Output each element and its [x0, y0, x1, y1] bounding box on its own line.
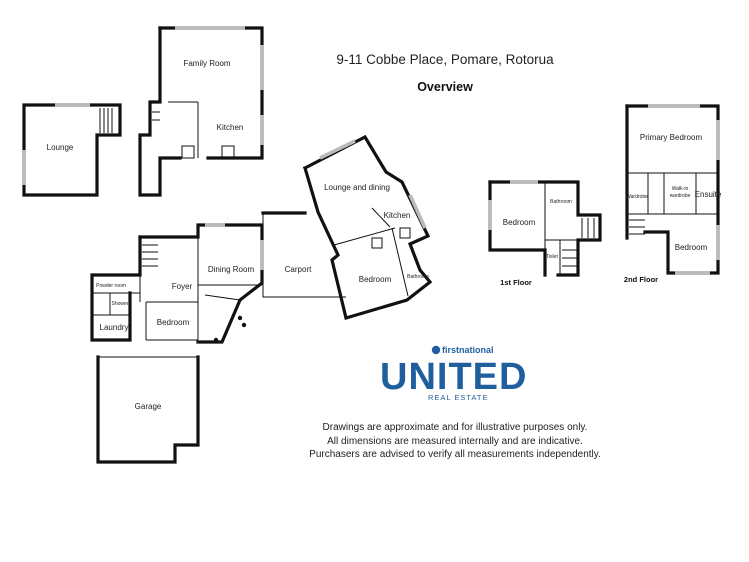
lounge-block: Lounge — [22, 103, 122, 197]
room-label-kitchen-right: Kitchen — [384, 211, 411, 220]
room-label-garage: Garage — [135, 402, 162, 411]
room-label-bedroom-1st: Bedroom — [503, 218, 536, 227]
room-label-lounge: Lounge — [47, 143, 74, 152]
first-floor-block: Bedroom Bathroom Toilet 1st Floor — [488, 180, 602, 287]
room-label-powder-room: Powder room — [96, 283, 126, 289]
plan-title: 9-11 Cobbe Place, Pomare, Rotorua — [336, 52, 554, 67]
room-label-toilet-1st: Toilet — [546, 254, 558, 260]
room-label-lounge-dining: Lounge and dining — [324, 183, 390, 192]
brand-small-text: firstnational — [442, 345, 494, 355]
floor-label-second: 2nd Floor — [624, 275, 658, 284]
room-label-kitchen-left: Kitchen — [217, 123, 244, 132]
disclaimer-line-2: All dimensions are measured internally a… — [327, 435, 583, 447]
room-label-wardrobe-small: Wardrobe — [626, 194, 648, 200]
room-label-bathroom-mid: Bathroom — [407, 274, 429, 280]
room-label-primary-bedroom: Primary Bedroom — [640, 133, 703, 142]
family-room-block: Family Room Kitchen — [138, 26, 264, 197]
disclaimer: Drawings are approximate and for illustr… — [280, 421, 630, 462]
brand-logo: firstnational UNITED REAL ESTATE — [380, 345, 527, 402]
garage-block: Garage — [96, 355, 200, 464]
room-label-ensuite: Ensuite — [695, 190, 722, 199]
room-label-bathroom-1st: Bathroom — [550, 199, 572, 205]
room-label-carport: Carport — [285, 265, 312, 274]
ground-floor-block: Dining Room Foyer Powder room Shower Lau… — [90, 223, 264, 344]
room-label-laundry: Laundry — [100, 323, 129, 332]
disclaimer-line-1: Drawings are approximate and for illustr… — [322, 422, 588, 433]
carport-block: Carport — [262, 213, 346, 298]
plan-subtitle: Overview — [417, 80, 473, 94]
east-wing-block: Lounge and dining Kitchen Bedroom Bathro… — [261, 134, 433, 321]
second-floor-block: Primary Bedroom Walk-in wardrobe Ensuite… — [624, 104, 722, 284]
room-label-shower: Shower — [112, 301, 129, 307]
room-label-bedroom-ground: Bedroom — [157, 318, 190, 327]
disclaimer-line-3: Purchasers are advised to verify all mea… — [309, 449, 601, 460]
floor-label-first: 1st Floor — [500, 278, 532, 287]
room-label-family-room: Family Room — [183, 59, 230, 68]
brand-main-text: UNITED — [380, 356, 527, 398]
room-label-walk-in-2: wardrobe — [670, 193, 691, 199]
room-label-foyer: Foyer — [172, 282, 193, 291]
brand-sub-text: REAL ESTATE — [428, 393, 488, 402]
brand-mark-icon — [431, 345, 441, 355]
room-label-bedroom-2nd: Bedroom — [675, 243, 708, 252]
room-label-dining-room: Dining Room — [208, 265, 255, 274]
room-label-bedroom-mid: Bedroom — [359, 275, 392, 284]
room-label-walk-in-1: Walk-in — [672, 186, 689, 192]
